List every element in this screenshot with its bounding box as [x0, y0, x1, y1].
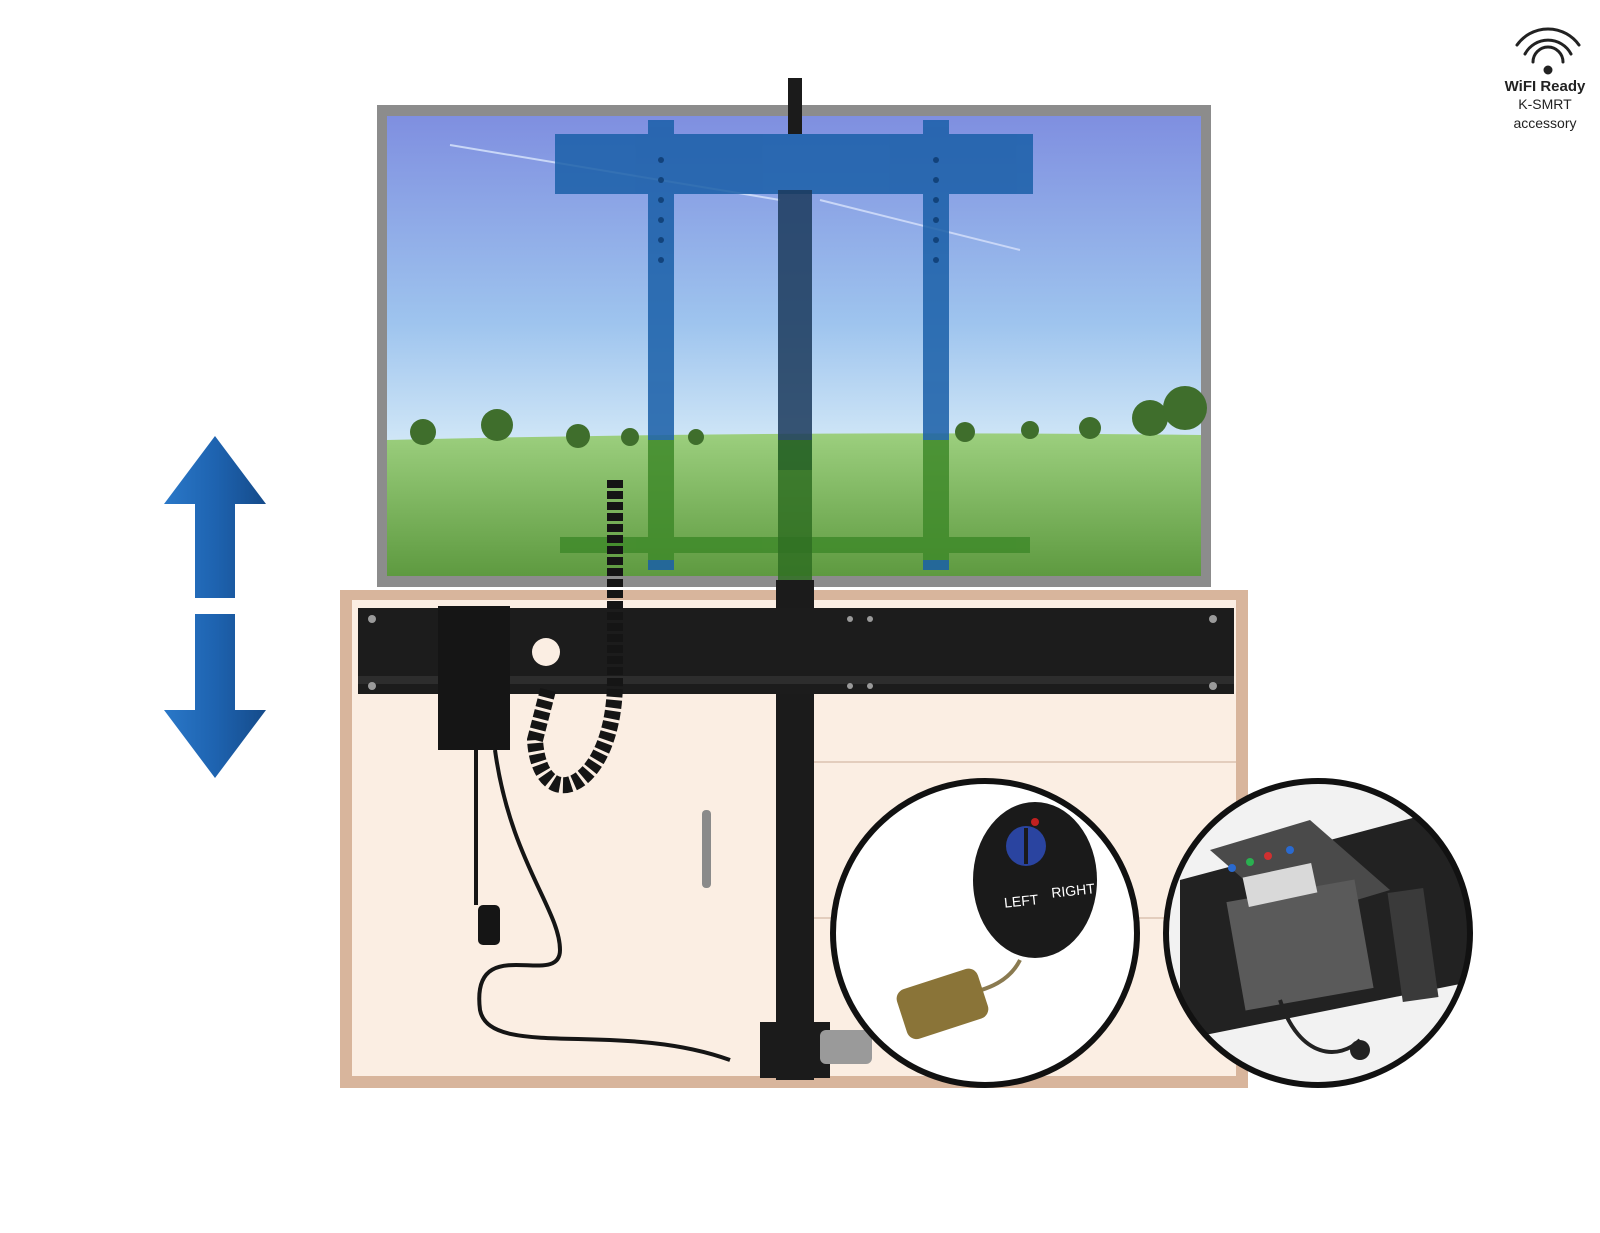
lift-motor: [820, 1030, 872, 1064]
control-box: [438, 606, 731, 1062]
badge-title: WiFI Ready: [1504, 78, 1586, 95]
lift-column: [760, 78, 872, 1080]
down-arrow-icon: [164, 614, 266, 778]
badge-line-3: accessory: [1513, 115, 1577, 131]
remote-right-label: RIGHT: [1051, 880, 1096, 901]
cabinet-handle: [702, 810, 711, 888]
tv-mount-bracket: [555, 120, 1033, 570]
badge-line-2: K-SMRT: [1518, 96, 1572, 112]
remote-left-label: LEFT: [1003, 891, 1039, 911]
up-arrow-icon: [164, 436, 266, 598]
control-box-inset: [1163, 778, 1473, 1088]
keychain-tag: [896, 968, 989, 1040]
wifi-icon: [1515, 27, 1581, 75]
remote-inset: [830, 778, 1140, 1088]
control-box-unit: [1226, 879, 1374, 1011]
wifi-ready-badge: WiFI Ready K-SMRT accessory: [1490, 76, 1600, 133]
cable-chain: [526, 480, 623, 793]
remote-control: [973, 802, 1097, 958]
power-plug-icon: [478, 905, 500, 945]
